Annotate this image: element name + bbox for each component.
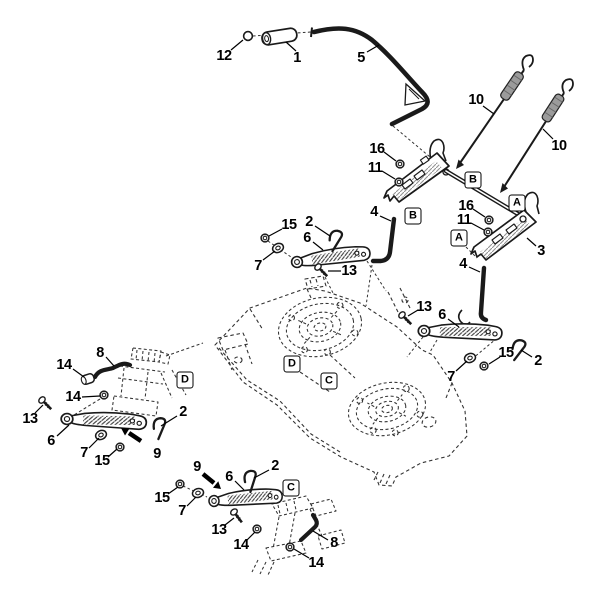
callout-label-11: 11 bbox=[456, 212, 472, 228]
lift-bracket-right-part3 bbox=[470, 191, 540, 261]
callout-label-6: 6 bbox=[438, 307, 446, 323]
rod-part8-left bbox=[92, 361, 133, 380]
nut-part11-right bbox=[483, 227, 493, 237]
callout-label-11: 11 bbox=[367, 160, 383, 176]
screw-part13-right bbox=[396, 309, 413, 326]
nut-part16-left bbox=[395, 159, 405, 169]
ring-part12 bbox=[242, 30, 254, 42]
deck-hanger-bracket-left bbox=[73, 342, 204, 417]
callout-label-8: 8 bbox=[96, 345, 104, 361]
callout-label-16: 16 bbox=[369, 141, 385, 157]
callout-label-2: 2 bbox=[271, 458, 279, 474]
washer-part7-lower-left bbox=[93, 427, 109, 443]
callout-label-12: 12 bbox=[216, 48, 232, 64]
callout-label-9: 9 bbox=[193, 459, 201, 475]
callout-label-9: 9 bbox=[153, 446, 161, 462]
callout-leader-lines bbox=[34, 39, 554, 559]
deck-spindle-rear bbox=[347, 381, 427, 437]
nut-part14-left bbox=[99, 390, 109, 400]
spring-part10-right bbox=[500, 78, 574, 193]
callout-label-15: 15 bbox=[281, 217, 297, 233]
pin-part2-lower-left bbox=[151, 416, 167, 441]
callout-label-3: 3 bbox=[537, 243, 545, 259]
callout-label-7: 7 bbox=[447, 369, 455, 385]
callout-label-4: 4 bbox=[370, 204, 378, 220]
bushing-part14 bbox=[80, 373, 95, 385]
washer-part7-bottom bbox=[190, 486, 206, 500]
callout-label-14: 14 bbox=[233, 537, 249, 553]
callout-label-14: 14 bbox=[308, 555, 324, 571]
callout-label-15: 15 bbox=[154, 490, 170, 506]
callout-label-14: 14 bbox=[65, 389, 81, 405]
spring-hook-detail bbox=[457, 309, 471, 326]
link-arm-part6-upper-left bbox=[289, 243, 372, 270]
callout-label-15: 15 bbox=[94, 453, 110, 469]
screw-part13-lower-left bbox=[36, 394, 53, 411]
link-arm-part6-lower-left bbox=[59, 409, 148, 431]
grip-tube-part1 bbox=[261, 27, 298, 46]
nut-part15-upper-left bbox=[260, 233, 270, 243]
callout-label-16: 16 bbox=[458, 198, 474, 214]
ref-box-C: C bbox=[320, 372, 338, 390]
ref-box-D: D bbox=[176, 371, 194, 389]
ref-box-A: A bbox=[450, 229, 468, 247]
callout-label-2: 2 bbox=[179, 404, 187, 420]
nut-part15-lower-left bbox=[115, 442, 125, 452]
callout-label-4: 4 bbox=[459, 256, 467, 272]
deck-hanger-bracket-bottom bbox=[251, 495, 346, 576]
callout-label-10: 10 bbox=[551, 138, 567, 154]
callout-label-7: 7 bbox=[80, 445, 88, 461]
rod-part8-bottom bbox=[298, 512, 319, 543]
callout-label-13: 13 bbox=[211, 522, 227, 538]
mower-deck-outline bbox=[214, 275, 468, 487]
link-arm-part6-right bbox=[417, 321, 504, 342]
callout-label-6: 6 bbox=[225, 469, 233, 485]
spring-part10-left bbox=[456, 54, 534, 169]
height-rod-part4-left bbox=[370, 216, 397, 264]
nut-part11-left bbox=[394, 177, 404, 187]
callout-label-6: 6 bbox=[47, 433, 55, 449]
pointer-arrow-9-bottom bbox=[201, 472, 221, 489]
callout-label-8: 8 bbox=[330, 535, 338, 551]
nut-part15-right bbox=[479, 361, 489, 371]
callout-label-2: 2 bbox=[534, 353, 542, 369]
callout-label-10: 10 bbox=[468, 92, 484, 108]
callout-label-2: 2 bbox=[305, 214, 313, 230]
callout-label-14: 14 bbox=[56, 357, 72, 373]
callout-label-1: 1 bbox=[293, 50, 301, 66]
callout-label-7: 7 bbox=[254, 258, 262, 274]
callout-label-13: 13 bbox=[341, 263, 357, 279]
callout-label-13: 13 bbox=[22, 411, 38, 427]
ref-box-D: D bbox=[283, 355, 301, 373]
height-rod-part4-right bbox=[478, 265, 489, 323]
nut-part14-bottom2 bbox=[285, 542, 295, 552]
nut-part16-right bbox=[484, 215, 494, 225]
lift-bracket-left bbox=[383, 138, 450, 203]
nut-part14-bottom1 bbox=[252, 524, 262, 534]
ref-box-B: B bbox=[464, 171, 482, 189]
pointer-arrow-9-left bbox=[121, 428, 143, 443]
callout-label-5: 5 bbox=[357, 50, 365, 66]
callout-label-6: 6 bbox=[303, 230, 311, 246]
lever-rod-part5 bbox=[310, 26, 430, 127]
ref-box-B: B bbox=[404, 207, 422, 225]
assembly-dashed-leaders bbox=[182, 31, 497, 498]
link-arm-part6-bottom bbox=[207, 486, 284, 509]
callout-label-13: 13 bbox=[416, 299, 432, 315]
callout-label-7: 7 bbox=[178, 503, 186, 519]
ref-box-A: A bbox=[508, 194, 526, 212]
callout-label-15: 15 bbox=[498, 345, 514, 361]
ref-box-C: C bbox=[282, 479, 300, 497]
nut-part15-bottom bbox=[175, 479, 185, 489]
